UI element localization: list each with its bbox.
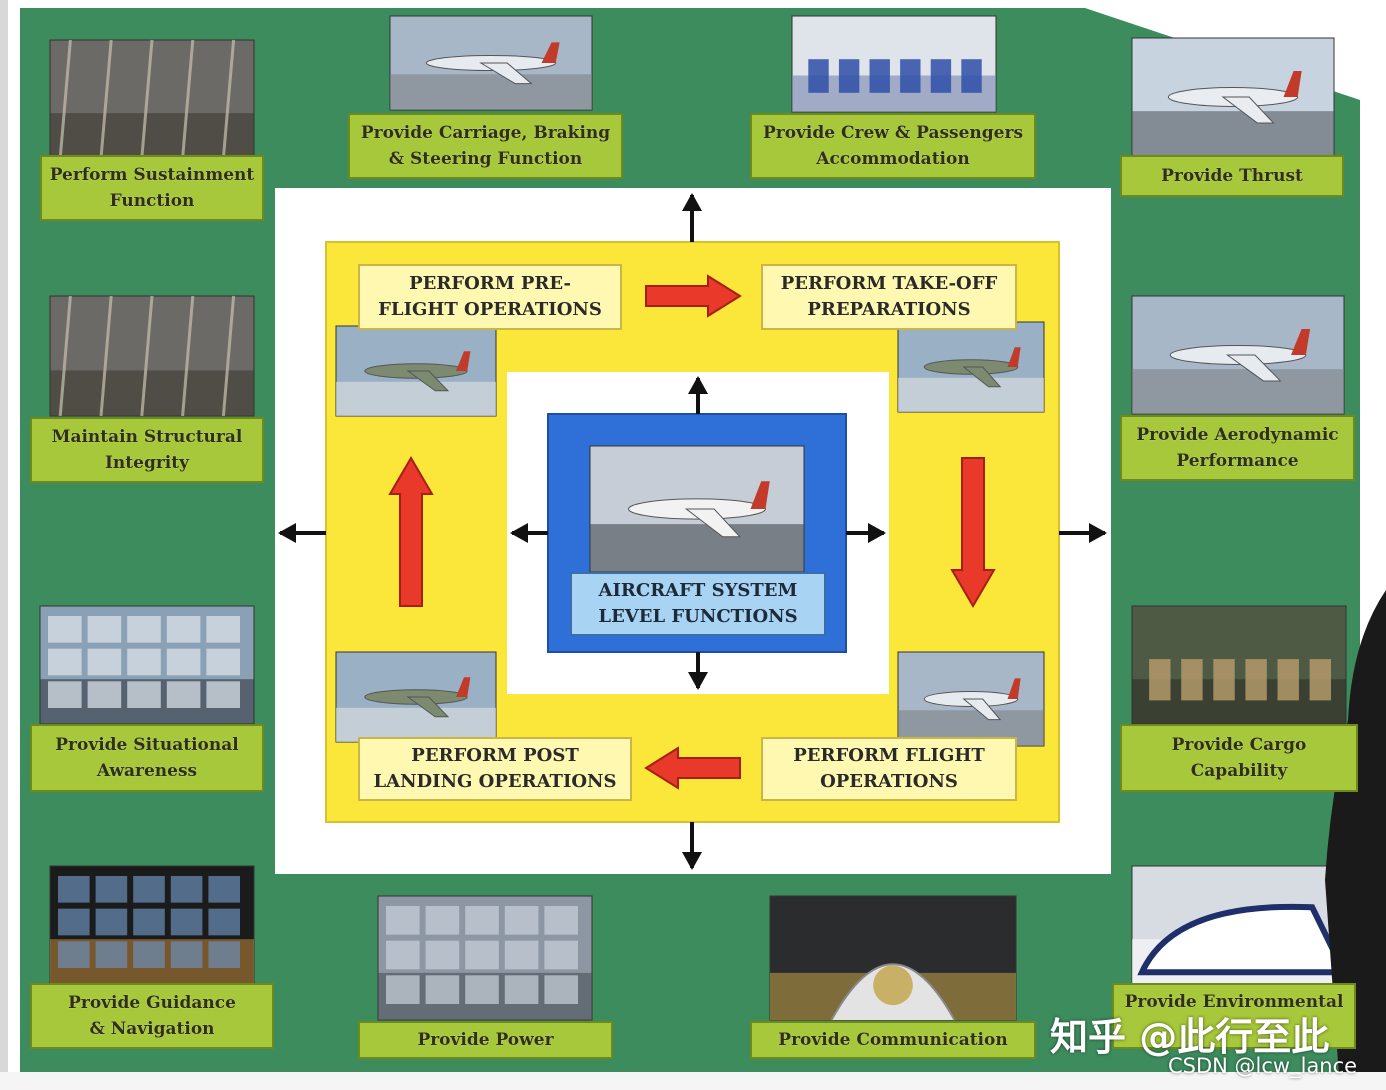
label-situational: Provide Situational Awareness xyxy=(30,724,264,792)
jet-engine-photo xyxy=(1131,37,1335,157)
arrow-out-left xyxy=(278,523,326,543)
zhihu-watermark: 知乎 @此行至此 xyxy=(1050,1015,1330,1059)
cockpit-view-photo xyxy=(39,605,255,725)
airliner-landing-photo xyxy=(389,15,593,111)
taxiing-jet-photo xyxy=(897,321,1045,413)
csdn-watermark: CSDN @lcw_lance xyxy=(1168,1054,1358,1078)
label-crew: Provide Crew & Passengers Accommodation xyxy=(750,113,1036,179)
phase-postlanding: PERFORM POST LANDING OPERATIONS xyxy=(358,737,632,801)
cabin-seats-photo xyxy=(791,15,997,113)
center-label: AIRCRAFT SYSTEM LEVEL FUNCTIONS xyxy=(570,572,826,636)
bottom-strip xyxy=(0,1072,1386,1090)
nose-section-photo xyxy=(1131,865,1349,985)
arrow-out-right xyxy=(1059,523,1107,543)
label-thrust: Provide Thrust xyxy=(1120,155,1344,197)
arrow-in-top xyxy=(688,376,708,414)
phase-takeoff: PERFORM TAKE-OFF PREPARATIONS xyxy=(761,264,1017,330)
phase-preflight: PERFORM PRE- FLIGHT OPERATIONS xyxy=(358,264,622,330)
arrow-out-bottom xyxy=(682,822,702,870)
label-power: Provide Power xyxy=(358,1021,613,1059)
cargo-hold-photo xyxy=(1131,605,1347,725)
label-cargo: Provide Cargo Capability xyxy=(1120,724,1358,792)
label-environmental: Provide Environmental xyxy=(1112,983,1356,1049)
aircraft-front-photo xyxy=(589,445,805,573)
label-carriage: Provide Carriage, Braking & Steering Fun… xyxy=(348,113,623,179)
parked-jet-photo xyxy=(335,651,497,743)
arrow-out-top xyxy=(682,193,702,242)
flow-arrow-left xyxy=(644,746,741,790)
flow-arrow-right xyxy=(645,274,742,318)
radome-antenna-photo xyxy=(769,895,1017,1021)
label-sustainment: Perform Sustainment Function xyxy=(40,155,264,221)
arrow-in-bottom xyxy=(688,652,708,690)
hangar-maintenance-photo xyxy=(49,39,255,159)
overhead-panel-photo xyxy=(377,895,593,1021)
label-structural: Maintain Structural Integrity xyxy=(30,417,264,483)
flight-displays-photo xyxy=(49,865,255,985)
phase-flight: PERFORM FLIGHT OPERATIONS xyxy=(761,737,1017,801)
label-guidance: Provide Guidance & Navigation xyxy=(30,983,274,1049)
flow-arrow-down xyxy=(950,457,996,608)
arrow-in-right xyxy=(846,523,886,543)
label-communication: Provide Communication xyxy=(750,1021,1036,1059)
cruising-jet-photo xyxy=(897,651,1045,747)
arrow-in-left xyxy=(510,523,548,543)
flow-arrow-up xyxy=(388,456,434,607)
gate-apron-photo xyxy=(335,325,497,417)
left-gray-edge xyxy=(0,0,8,1090)
presenter-silhouette xyxy=(1325,590,1386,1090)
airframe-structure-photo xyxy=(49,295,255,417)
label-aero: Provide Aerodynamic Performance xyxy=(1120,415,1355,481)
airliner-takeoff-photo xyxy=(1131,295,1345,415)
